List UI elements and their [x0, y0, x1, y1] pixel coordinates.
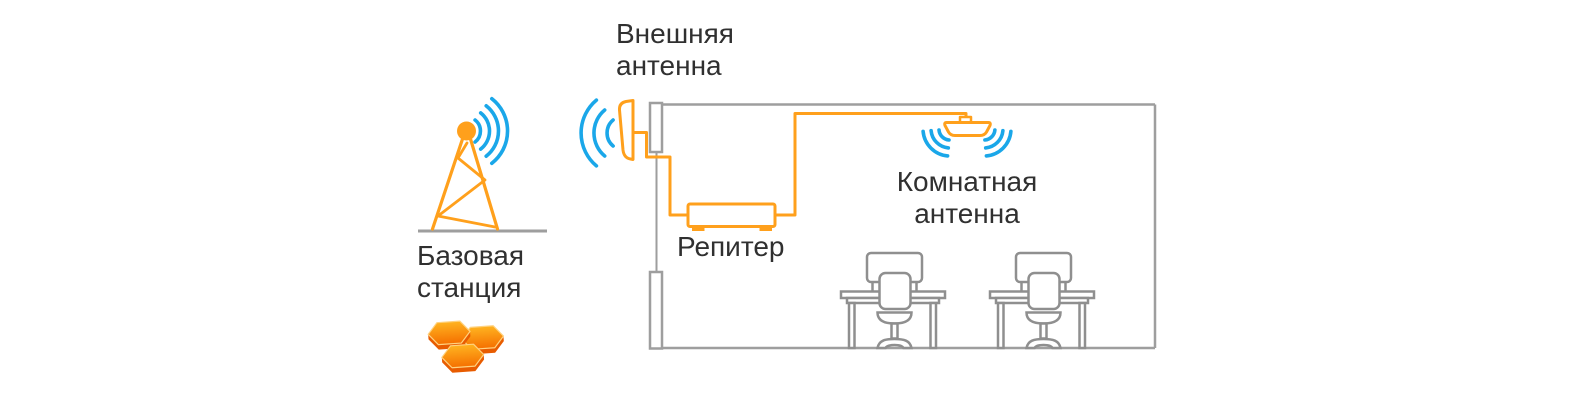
repeater-label: Репитер — [677, 231, 785, 262]
outdoor-panel-antenna-icon — [617, 99, 635, 161]
workstation-2 — [988, 251, 1096, 350]
workstation-1 — [839, 251, 947, 350]
external-antenna-label: Внешняя антенна — [616, 18, 734, 81]
radio-waves-left-icon — [579, 98, 615, 168]
radio-waves-right-icon — [473, 96, 510, 166]
wall-block-top — [648, 101, 664, 154]
wall-block-bottom — [648, 270, 664, 350]
repeater-unit-icon — [686, 202, 777, 231]
repeater-foot-left — [692, 226, 705, 231]
signal-cable-left — [631, 131, 689, 217]
cell-tower-icon — [430, 121, 500, 231]
signal-cable-right — [774, 112, 968, 217]
indoor-antenna-label: Комнатная антенна — [896, 166, 1038, 229]
cellular-hex-cells-icon — [427, 320, 505, 373]
base-station-group — [418, 96, 547, 373]
radio-waves-down-icon — [921, 128, 1013, 158]
base-station-label: Базовая станция — [417, 240, 525, 303]
ceiling-antenna-icon — [943, 115, 992, 137]
repeater-foot-right — [759, 226, 772, 231]
coaxial-cable-lines — [631, 112, 968, 217]
